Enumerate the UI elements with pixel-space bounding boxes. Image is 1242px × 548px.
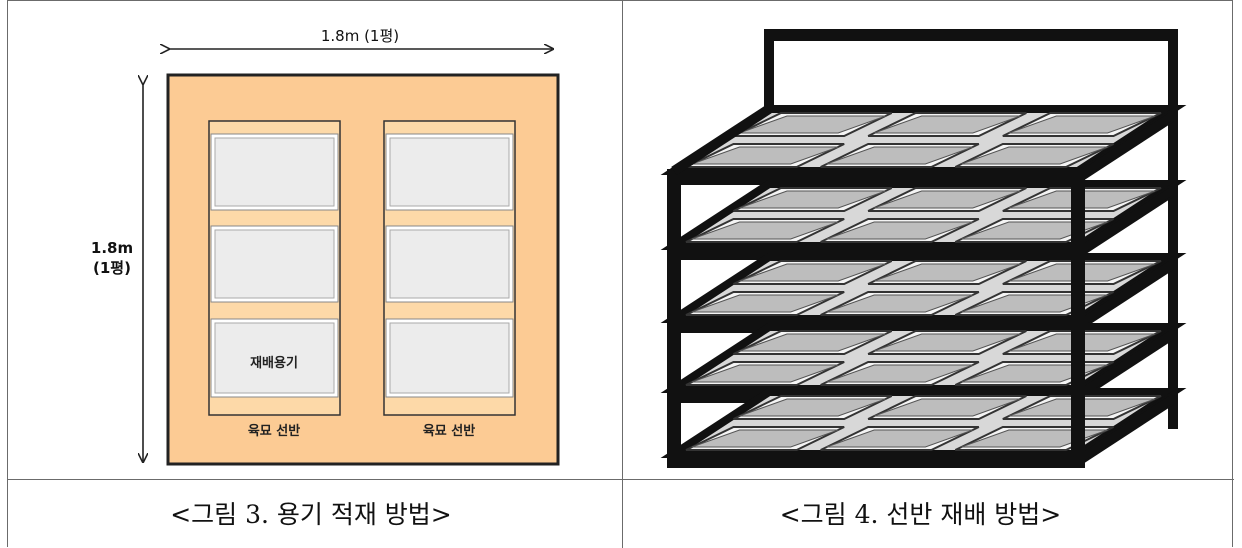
cultivation-container bbox=[210, 225, 339, 303]
rack-back-post bbox=[1168, 29, 1178, 429]
rack-tray-inner bbox=[826, 294, 974, 313]
rack-tray-inner bbox=[873, 115, 1021, 134]
rack-tray-inner bbox=[691, 429, 839, 448]
shelf-label-left: 육묘 선반 bbox=[248, 423, 300, 439]
rack-tray-inner bbox=[826, 364, 974, 383]
cultivation-container bbox=[385, 225, 514, 303]
rack-tray-inner bbox=[826, 221, 974, 240]
rack-tray-inner bbox=[873, 263, 1021, 282]
rack-tray-inner bbox=[691, 221, 839, 240]
rack-back-top-rail bbox=[764, 29, 1178, 41]
figure-table bbox=[7, 0, 1234, 548]
figure-4-caption: <그림 4. 선반 재배 방법> bbox=[779, 500, 1062, 529]
rack-tray-inner bbox=[961, 364, 1108, 383]
container-label: 재배용기 bbox=[250, 355, 298, 371]
figure-3-caption: <그림 3. 용기 적재 방법> bbox=[170, 500, 452, 529]
cultivation-container bbox=[210, 133, 339, 211]
rack-tray-inner bbox=[691, 294, 839, 313]
row-divider bbox=[8, 479, 1234, 480]
rack-tray-inner bbox=[961, 221, 1108, 240]
rack-tray-inner bbox=[873, 190, 1021, 209]
seedling-shelf-left: 재배용기 bbox=[208, 120, 341, 416]
rack-tray-inner bbox=[739, 115, 886, 134]
rack-tray-inner bbox=[961, 294, 1108, 313]
rack-tray-inner bbox=[826, 146, 974, 165]
rack-top-left-edge bbox=[671, 104, 772, 176]
column-divider bbox=[622, 1, 623, 548]
cultivation-container bbox=[385, 133, 514, 211]
shelf-label-right: 육묘 선반 bbox=[423, 423, 475, 439]
rack-front-post bbox=[1071, 169, 1085, 468]
rack-front-post bbox=[667, 169, 681, 468]
rack-tray-inner bbox=[873, 333, 1021, 352]
rack-tray-inner bbox=[739, 398, 886, 417]
rack-tray-inner bbox=[739, 263, 886, 282]
seedling-shelf-right bbox=[383, 120, 516, 416]
height-dimension-label-1: 1.8m bbox=[91, 239, 133, 257]
rack-tray-inner bbox=[691, 364, 839, 383]
figure-4-cell bbox=[616, 1, 1225, 478]
cultivation-container bbox=[385, 318, 514, 398]
figure-3-cell: 1.8m (1평) 1.8m (1평) bbox=[8, 1, 614, 478]
rack-front-rail bbox=[668, 452, 1084, 468]
width-dimension-label: 1.8m (1평) bbox=[321, 27, 399, 45]
rack-tray-inner bbox=[873, 398, 1021, 417]
cultivation-container bbox=[210, 318, 339, 398]
rack-tray-inner bbox=[691, 146, 839, 165]
rack-tray-inner bbox=[961, 146, 1108, 165]
height-dimension-label-2: (1평) bbox=[93, 259, 131, 277]
figure-3-diagram: 1.8m (1평) 1.8m (1평) bbox=[91, 27, 560, 466]
rack-tray-inner bbox=[961, 429, 1108, 448]
rack-tray-inner bbox=[1008, 115, 1156, 134]
shelf-rack-illustration bbox=[660, 29, 1187, 468]
rack-tray-inner bbox=[739, 333, 886, 352]
rack-tray-inner bbox=[826, 429, 974, 448]
rack-tray-inner bbox=[739, 190, 886, 209]
